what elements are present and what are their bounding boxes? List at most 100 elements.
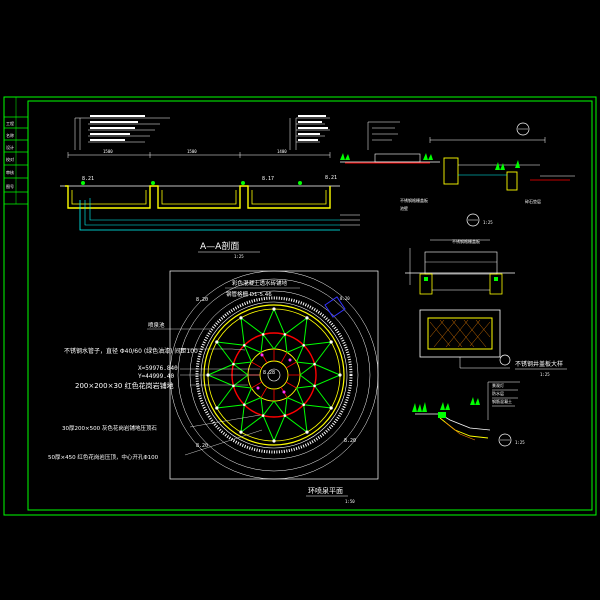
level-mark: 8.17 — [262, 176, 274, 182]
callout-6: 50厚×450 红色花岗岩压顶，中心开孔Φ100 — [48, 453, 159, 461]
lattice-line — [286, 344, 304, 353]
detail-note: 防水层 — [492, 390, 504, 396]
title-block-row: 审核 — [6, 169, 14, 175]
detail-2: 不锈钢格栅盖板 — [405, 238, 515, 295]
level-mark: 8.21 — [325, 175, 337, 181]
detail-scale: 1:25 — [540, 372, 550, 377]
lattice-node — [338, 373, 342, 377]
title-block-row: 名称 — [6, 132, 14, 138]
detail-scale: 1:25 — [483, 220, 493, 225]
section-scale: 1:25 — [234, 254, 244, 259]
detail-note: 碎石垫层 — [525, 198, 541, 204]
lattice-node — [243, 403, 246, 406]
detail-1: 1:25 不锈钢格栅盖板 池壁 碎石垫层 — [340, 121, 575, 227]
lattice-line — [299, 374, 315, 387]
lattice-line — [273, 400, 286, 416]
spoke-line — [285, 381, 297, 389]
callout-5: 30厚200×500 灰色花岗岩铺地压顶石 — [62, 424, 157, 432]
level-bottom: 8.20 — [196, 443, 208, 449]
lattice-node — [302, 344, 305, 347]
lattice-node — [243, 344, 246, 347]
lattice-line — [262, 415, 275, 442]
callout-3: Y=44999.40 — [138, 373, 175, 380]
lattice-line — [216, 404, 245, 409]
cloud-label: 8.20 — [340, 296, 350, 301]
lattice-line — [216, 341, 234, 365]
lattice-line — [244, 344, 262, 353]
section-aa: 1500 1500 1400 8.21 8.17 8.21 A—A剖面 1:25 — [60, 115, 360, 259]
spoke-line — [285, 361, 297, 369]
section-title: A—A剖面 — [200, 240, 239, 252]
lattice-node — [232, 362, 235, 366]
level-center: 8.28 — [263, 370, 275, 376]
lattice-line — [216, 341, 245, 346]
inner-border — [27, 100, 593, 511]
lattice-node — [232, 384, 235, 388]
lattice-line — [243, 387, 252, 405]
callout-4: 200×200×30 红色花岗岩铺地 — [75, 381, 174, 390]
lattice-line — [286, 397, 304, 406]
lattice-line — [314, 374, 341, 387]
spoke-line — [251, 361, 263, 369]
detail-note: 景观灯 — [492, 382, 504, 388]
lattice-line — [273, 415, 286, 442]
callout-1: 不锈钢水管子，直径 Φ40/60 (绿色油漆) 间距100 — [64, 347, 198, 355]
title-block-row: 图号 — [6, 183, 14, 189]
lattice-node — [283, 414, 287, 417]
lattice-line — [240, 317, 245, 346]
lattice-line — [240, 317, 264, 335]
lattice-node — [302, 403, 305, 406]
lattice-line — [299, 363, 315, 376]
lattice-line — [262, 308, 275, 335]
detail-note: 不锈钢格栅盖板 — [452, 238, 480, 244]
section-dimension: 1400 — [277, 149, 287, 154]
lattice-line — [296, 345, 305, 363]
lattice-node — [305, 316, 309, 320]
lattice-line — [243, 345, 252, 363]
title-block: 工程 名称 设计 校对 审核 图号 — [4, 97, 28, 205]
lattice-line — [303, 341, 332, 346]
section-dimension: 1500 — [103, 149, 113, 154]
lattice-node — [305, 430, 309, 434]
lattice-line — [233, 385, 252, 389]
lattice-nodes — [206, 307, 342, 443]
fountain-plan: 8.20 彩色混凝土透水砖铺地 钢管格栅 D1-5.46 8.20 8.20 8… — [48, 270, 379, 504]
lattice-line — [207, 363, 234, 376]
lattice-line — [296, 387, 305, 405]
lattice-line — [284, 415, 308, 433]
lattice-node — [239, 430, 243, 434]
lattice-line — [240, 404, 245, 433]
lattice-line — [260, 397, 264, 416]
lattice-line — [284, 317, 308, 335]
lattice-node — [329, 340, 333, 344]
lattice-line — [260, 334, 264, 353]
level-right: 8.20 — [344, 438, 356, 444]
section-dimension: 1500 — [187, 149, 197, 154]
lattice-line — [262, 334, 275, 350]
lattice-line — [314, 363, 341, 376]
detail-note: 钢筋混凝土 — [492, 398, 512, 404]
lattice-line — [314, 385, 332, 409]
title-block-row: 校对 — [6, 156, 14, 162]
lattice-line — [244, 397, 262, 406]
lattice-node — [261, 414, 265, 417]
lattice-line — [273, 334, 286, 350]
plan-top-label: 钢管格栅 D1-5.46 — [226, 290, 272, 298]
lattice-line — [296, 385, 315, 389]
lattice-line — [303, 317, 308, 346]
detail-4: 景观灯 防水层 钢筋混凝土 1:25 — [412, 381, 525, 447]
detail-title: 不锈钢井盖板大样 — [515, 360, 563, 368]
lattice-node — [215, 340, 219, 344]
lattice-node — [283, 333, 287, 336]
lattice-node — [313, 362, 316, 366]
lattice-line — [284, 397, 288, 416]
lattice-node — [329, 406, 333, 410]
star-lattice — [207, 308, 341, 442]
level-mark: 8.21 — [82, 176, 94, 182]
callout-2: X=59976.840 — [138, 365, 178, 372]
lattice-node — [313, 384, 316, 388]
lattice-line — [233, 361, 252, 365]
lattice-line — [296, 361, 315, 365]
detail-scale: 1:25 — [515, 440, 525, 445]
